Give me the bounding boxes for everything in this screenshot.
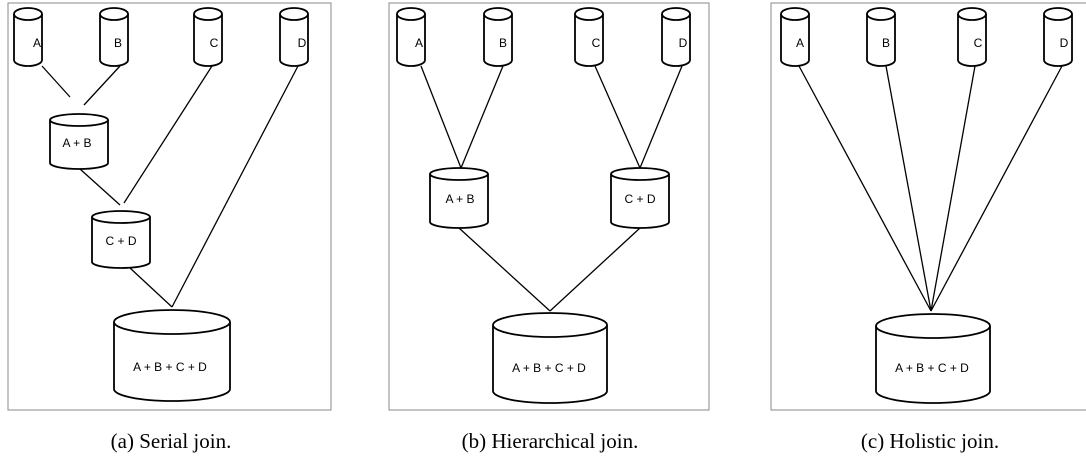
- cylinder-node-abcd: A + B + C + D: [875, 313, 991, 404]
- cylinder-node-c: C: [574, 7, 604, 67]
- edge-c-to-cd: [123, 65, 213, 204]
- edge-a-to-ab: [420, 65, 462, 169]
- cylinder-node-ab: A + B: [49, 113, 109, 170]
- cylinder-node-b: B: [866, 7, 896, 67]
- cylinder-node-a: A: [396, 7, 426, 67]
- node-label-c: C: [592, 36, 601, 50]
- edge-a-to-ab: [41, 65, 71, 98]
- node-label-d: D: [679, 36, 688, 50]
- cylinder-node-abcd: A + B + C + D: [113, 309, 231, 402]
- node-label-d: D: [1060, 36, 1069, 50]
- cylinder-node-d: D: [279, 7, 309, 67]
- cylinder-node-c: C: [193, 7, 223, 67]
- edge-b-to-ab: [83, 65, 121, 106]
- edge-cd-to-abcd: [129, 267, 173, 308]
- edge-c-to-abcd: [930, 65, 976, 312]
- cylinder-node-d: D: [1043, 7, 1073, 67]
- edge-cd-to-abcd: [549, 227, 641, 312]
- edge-d-to-abcd: [930, 65, 1063, 312]
- edge-a-to-abcd: [798, 65, 932, 312]
- node-label-a: A: [415, 36, 423, 50]
- cylinder-node-a: A: [13, 7, 43, 67]
- node-label-abcd: A + B + C + D: [512, 361, 586, 375]
- caption-hierarchical-join: (b) Hierarchical join.: [462, 429, 639, 453]
- node-label-b: B: [114, 36, 122, 50]
- caption-serial-join: (a) Serial join.: [111, 429, 232, 453]
- cylinder-node-b: B: [483, 7, 513, 67]
- node-label-c: C: [210, 36, 219, 50]
- edge-d-to-cd: [639, 65, 683, 169]
- node-label-d: D: [298, 36, 307, 50]
- cylinder-node-cd: C + D: [610, 167, 670, 229]
- cylinder-node-ab: A + B: [429, 167, 489, 229]
- node-label-ab: A + B: [445, 192, 474, 206]
- cylinder-node-c: C: [957, 7, 987, 67]
- edge-b-to-abcd: [885, 65, 932, 312]
- edge-c-to-cd: [594, 65, 641, 169]
- node-label-a: A: [33, 36, 41, 50]
- cylinder-node-b: B: [99, 7, 129, 67]
- node-label-a: A: [796, 36, 804, 50]
- panel-hierarchical-join: A B C D A + B C + D: [388, 2, 710, 453]
- panel-serial-join: A B C D A + B C + D: [7, 2, 332, 453]
- edge-ab-to-cd: [79, 168, 121, 206]
- edge-ab-to-abcd: [458, 227, 551, 312]
- cylinder-node-d: D: [661, 7, 691, 67]
- node-label-abcd: A + B + C + D: [133, 360, 207, 374]
- node-label-b: B: [499, 36, 507, 50]
- node-label-cd: C + D: [105, 234, 136, 248]
- caption-holistic-join: (c) Holistic join.: [861, 429, 999, 453]
- node-label-ab: A + B: [62, 136, 91, 150]
- node-label-abcd: A + B + C + D: [895, 361, 969, 375]
- cylinder-node-cd: C + D: [91, 210, 151, 269]
- node-label-c: C: [974, 36, 983, 50]
- panel-holistic-join: A B C D A + B + C + D (c) Holistic join.: [770, 2, 1086, 453]
- node-label-cd: C + D: [624, 192, 655, 206]
- cylinder-node-abcd: A + B + C + D: [492, 312, 608, 404]
- cylinder-node-a: A: [780, 7, 810, 67]
- edge-b-to-ab: [460, 65, 504, 169]
- node-label-b: B: [882, 36, 890, 50]
- edge-d-to-abcd: [171, 65, 299, 308]
